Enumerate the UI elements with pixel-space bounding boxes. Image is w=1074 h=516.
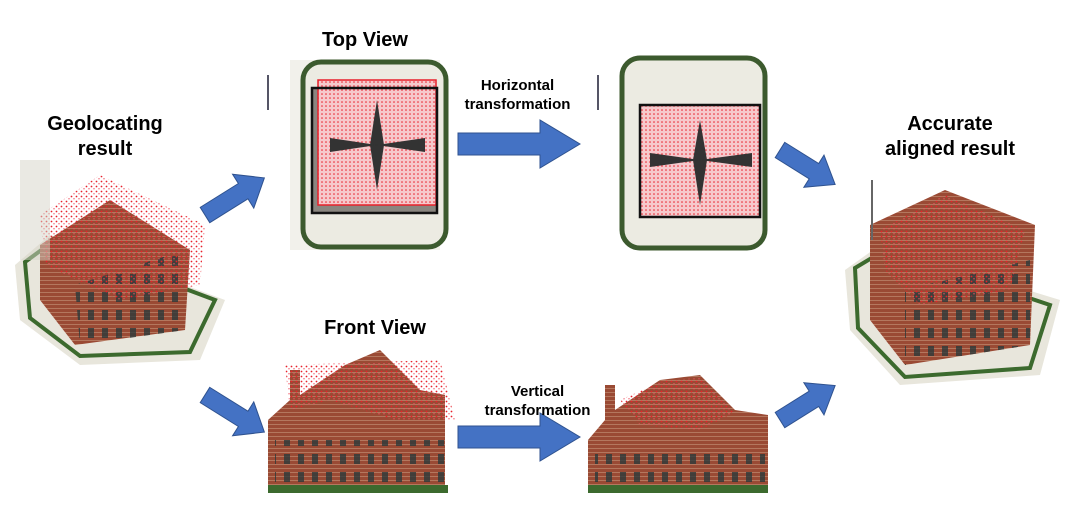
horizontal-transformation-label: Horizontal transformation xyxy=(464,77,571,113)
top-view-before-image xyxy=(267,59,449,250)
arrow-to-front-view xyxy=(199,386,266,437)
arrow-horizontal-transformation xyxy=(457,119,581,169)
geolocating-result-image xyxy=(15,160,225,365)
arrow-vertical-transformation xyxy=(457,412,581,462)
accurate-aligned-result-image xyxy=(845,180,1060,385)
top-view-after-image xyxy=(597,55,768,251)
front-view-after-image xyxy=(588,375,768,493)
arrow-front-to-result xyxy=(774,382,836,429)
arrow-top-to-result xyxy=(774,141,836,188)
front-view-label: Front View xyxy=(324,317,426,339)
top-view-label: Top View xyxy=(322,29,408,51)
arrow-to-top-view xyxy=(199,173,266,224)
accurate-aligned-result-label: Accurate aligned result xyxy=(884,113,1016,160)
front-view-before-image xyxy=(268,350,455,493)
vertical-transformation-label: Vertical transformation xyxy=(484,383,591,419)
geolocating-result-label: Geolocating result xyxy=(47,113,163,160)
